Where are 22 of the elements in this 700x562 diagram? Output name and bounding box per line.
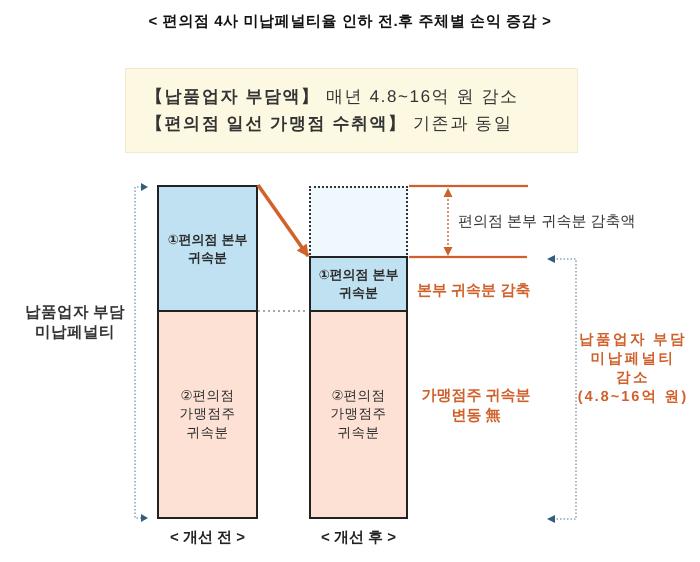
change-label: 가맹점주 귀속분 변동 無 [420, 386, 532, 425]
dimension-label: 편의점 본부 귀속분 감축액 [458, 212, 636, 232]
bar-segment [309, 256, 408, 312]
bracket-label: 납품업자 부담 미납페널티 감소 (4.8~16억 원) [578, 331, 688, 406]
dotted-outline-box [309, 186, 408, 258]
segment-label: ①편의점 본부 귀속분 [166, 230, 248, 266]
bracket-label: 납품업자 부담 미납페널티 [24, 303, 126, 344]
note-text: 【납품업자 부담액】 매년 4.8~16억 원 감소 [146, 86, 519, 108]
note-panel [125, 68, 578, 153]
bar-caption: < 개선 전 > [170, 528, 246, 547]
segment-label: ②편의점 가맹점주 귀속분 [178, 387, 236, 442]
bar-segment [309, 310, 408, 519]
bar-segment [157, 310, 258, 519]
arrow [256, 184, 310, 258]
segment-label: ②편의점 가맹점주 귀속분 [330, 387, 388, 442]
level-line [258, 310, 308, 312]
diagram-title: < 편의점 4사 미납페널티율 인하 전.후 주체별 손익 증감 > [148, 12, 552, 31]
segment-label: ①편의점 본부 귀속분 [318, 266, 400, 302]
bar-segment [157, 185, 258, 312]
change-label: 본부 귀속분 감축 [417, 281, 530, 300]
bar-caption: < 개선 후 > [320, 528, 396, 547]
note-text: 【편의점 일선 가맹점 수취액】 기존과 동일 [146, 113, 512, 135]
